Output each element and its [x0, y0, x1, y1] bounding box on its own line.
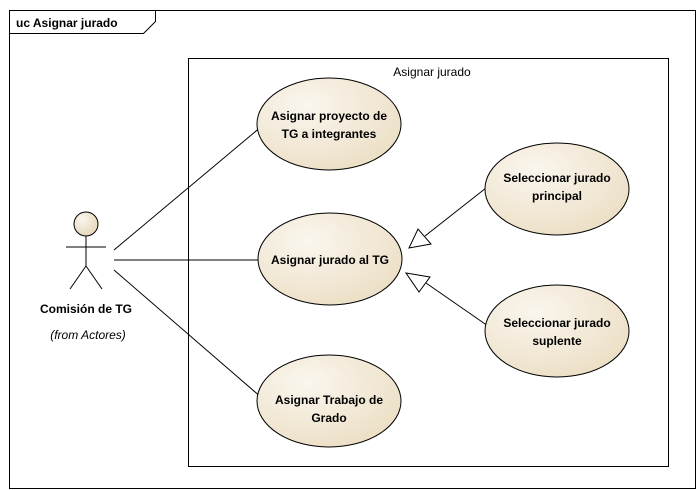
- usecase-seleccionar-principal-label-1: Seleccionar jurado: [503, 171, 610, 185]
- generalizations: [404, 187, 489, 327]
- actor-stick-figure-icon: [66, 211, 106, 290]
- usecase-asignar-proyecto[interactable]: Asignar proyecto de TG a integrantes: [256, 77, 402, 171]
- usecase-asignar-trabajo[interactable]: Asignar Trabajo de Grado: [256, 354, 402, 448]
- association-asignar-proyecto: [113, 125, 263, 251]
- usecase-asignar-trabajo-label-2: Grado: [311, 411, 346, 425]
- generalization-principal-line: [424, 187, 487, 237]
- usecase-seleccionar-principal-label-2: principal: [532, 189, 582, 203]
- usecase-asignar-jurado-label: Asignar jurado al TG: [271, 253, 389, 267]
- diagram-frame: uc Asignar jurado: [9, 10, 696, 489]
- association-asignar-trabajo: [113, 269, 263, 399]
- frame-title: uc Asignar jurado: [16, 16, 118, 30]
- usecase-seleccionar-suplente-label-1: Seleccionar jurado: [503, 316, 610, 330]
- usecase-asignar-trabajo-label-1: Asignar Trabajo de: [275, 393, 383, 407]
- generalization-suplente-arrowhead: [404, 272, 431, 293]
- usecase-asignar-proyecto-label-2: TG a integrantes: [282, 127, 377, 141]
- usecase-seleccionar-suplente[interactable]: Seleccionar jurado suplente: [484, 284, 630, 378]
- actor-origin: (from Actores): [50, 328, 126, 342]
- system-boundary-label: Asignar jurado: [393, 65, 471, 79]
- generalization-suplente-line: [425, 282, 489, 327]
- usecase-seleccionar-suplente-label-2: suplente: [532, 334, 582, 348]
- usecase-asignar-jurado[interactable]: Asignar jurado al TG: [257, 212, 403, 306]
- actor-comision-tg[interactable]: Comisión de TG (from Actores): [40, 211, 132, 342]
- generalization-principal-arrowhead: [408, 228, 432, 249]
- usecase-asignar-proyecto-label-1: Asignar proyecto de: [271, 109, 387, 123]
- associations: [113, 125, 263, 399]
- actor-name: Comisión de TG: [40, 302, 132, 316]
- usecase-seleccionar-principal[interactable]: Seleccionar jurado principal: [484, 142, 630, 236]
